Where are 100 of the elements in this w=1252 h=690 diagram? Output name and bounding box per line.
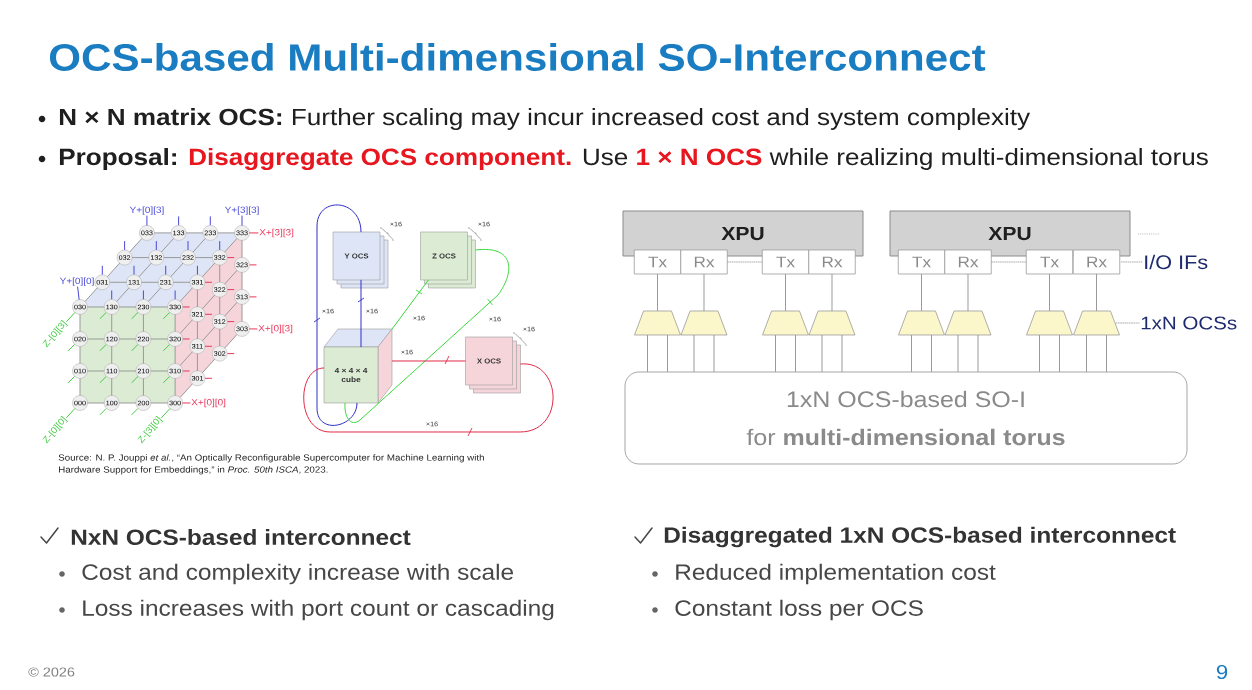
connection-line — [1096, 273, 1097, 312]
connection-line — [977, 334, 979, 372]
connection-line — [821, 334, 823, 372]
grid-line — [224, 270, 238, 285]
connection-line — [316, 204, 362, 426]
connection-line — [647, 334, 648, 372]
grid-line — [219, 328, 221, 347]
grid-line — [219, 296, 221, 315]
port-stub — [241, 215, 243, 226]
interface-box: Rx — [944, 249, 992, 275]
port-stub — [66, 312, 76, 322]
callout-label: 1xN OCSs — [1141, 316, 1237, 330]
grid-line — [87, 402, 105, 404]
grid-line — [217, 232, 235, 234]
interface-box: Rx — [680, 249, 728, 275]
grid-line — [241, 304, 243, 322]
grid-line — [116, 287, 130, 302]
grid-line — [196, 289, 198, 308]
interface-box: Tx — [633, 249, 682, 275]
grid-line — [150, 370, 168, 372]
connection-line — [391, 360, 466, 362]
processor-box: XPU — [622, 210, 864, 257]
grid-line — [84, 287, 98, 302]
switch-trapezoid — [634, 310, 681, 336]
grid-line — [172, 281, 191, 283]
port-stub — [249, 232, 259, 234]
connection-line — [841, 334, 843, 372]
bullet-text: N × N matrix OCS: Further scaling may incur increased cost and system complexity — [59, 108, 1031, 130]
section-heading: NxN OCS-based interconnect — [71, 528, 411, 546]
port-stub — [249, 328, 258, 330]
processor-box: XPU — [889, 210, 1131, 257]
grid-line — [79, 378, 81, 396]
grid-line — [118, 338, 137, 340]
grid-line — [179, 287, 193, 302]
switch-trapezoid — [898, 310, 945, 336]
grid-line — [161, 238, 174, 253]
switch-trapezoid — [808, 310, 856, 336]
grid-line — [141, 281, 159, 283]
port-label: X+[3][3] — [259, 228, 294, 238]
grid-line — [224, 334, 238, 349]
connection-line — [911, 334, 912, 372]
port-stub — [77, 286, 80, 300]
dotted-line — [1115, 322, 1140, 324]
port-stub — [182, 402, 191, 404]
grid-line — [87, 370, 105, 372]
bullet-text: Cost and complexity increase with scale — [82, 563, 513, 585]
grid-line — [185, 232, 204, 234]
grid-line — [79, 346, 81, 364]
connection-line — [713, 334, 715, 372]
connection-line — [1086, 334, 1087, 372]
bullet-text: Constant loss per OCS — [675, 599, 923, 621]
connection-line — [785, 273, 786, 312]
grid-line — [196, 321, 198, 340]
source-citation: Source: N. P. Jouppi et al., “An Optically Reconfigurable Supercomputer for Machine Learning with Hardware Support for Embeddings,” in Proc. 50th ISCA, 2023. — [58, 454, 484, 475]
grid-line — [196, 353, 198, 372]
grid-line — [138, 262, 152, 278]
page-number: 9 — [1216, 664, 1228, 680]
connection-line — [1039, 334, 1040, 372]
grid-line — [118, 370, 137, 372]
port-label: X+[0][0] — [191, 398, 226, 408]
connection-line — [667, 334, 668, 372]
grid-line — [163, 257, 181, 259]
dotted-line — [727, 261, 763, 263]
grid-line — [118, 402, 137, 404]
callout-label: I/O IFs — [1145, 254, 1208, 270]
bullet-text: Reduced implementation cost — [676, 563, 996, 585]
port-label: Y+[0][0] — [59, 277, 94, 286]
grid-line — [148, 287, 161, 302]
connection-line — [795, 334, 796, 372]
grid-line — [118, 306, 137, 308]
switch-trapezoid — [1073, 310, 1120, 336]
port-stub — [161, 408, 171, 419]
connection-line — [931, 334, 932, 372]
grid-line — [142, 346, 144, 364]
connection-line — [303, 363, 554, 433]
connection-line — [391, 279, 429, 330]
grid-line — [195, 257, 213, 259]
grid-line — [142, 378, 144, 396]
connection-line — [703, 273, 705, 312]
grid-line — [170, 262, 184, 278]
connection-line — [775, 334, 776, 372]
connection-line — [967, 273, 969, 312]
grid-line — [179, 383, 193, 398]
grid-line — [224, 302, 238, 317]
grid-line — [219, 264, 221, 283]
switch-trapezoid — [944, 310, 992, 336]
grid-line — [192, 238, 206, 253]
interface-box: Tx — [1025, 249, 1074, 275]
connection-line — [1049, 273, 1050, 312]
connection-line — [693, 334, 695, 372]
slide-title: OCS-based Multi-dimensional SO-Interconnect — [49, 43, 986, 71]
grid-line — [87, 338, 105, 340]
connection-line — [831, 273, 833, 312]
switch-trapezoid — [1026, 310, 1073, 336]
grid-line — [150, 402, 168, 404]
switch-trapezoid — [680, 310, 728, 336]
port-label: X+[0][3] — [258, 324, 293, 334]
grid-line — [179, 319, 193, 334]
grid-line — [150, 306, 168, 308]
dotted-line — [991, 261, 1027, 263]
